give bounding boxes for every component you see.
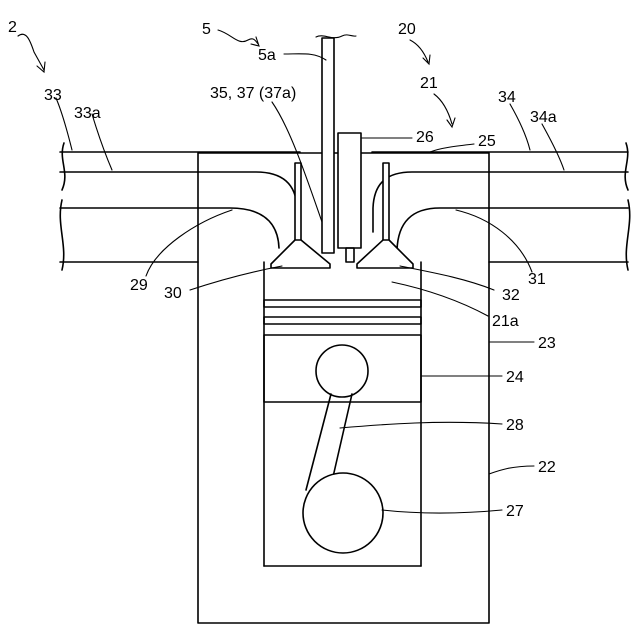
intake-port-lower-wall [60, 208, 279, 248]
injector-nozzle [346, 248, 354, 262]
intake-break-bottom [60, 200, 63, 270]
label-35-37: 35, 37 (37a) [210, 85, 296, 102]
label-34: 34 [498, 89, 516, 106]
leader-2 [18, 34, 44, 70]
exhaust-break-bottom [626, 200, 629, 270]
piston-ring-middle [264, 317, 421, 324]
exhaust-port-lower-wall [397, 208, 628, 250]
label-21: 21 [420, 75, 438, 92]
label-33: 33 [44, 87, 62, 104]
intake-valve [271, 163, 330, 268]
piston-ring-top [264, 300, 421, 307]
intake-pipe [60, 143, 300, 270]
piston-pin [316, 345, 368, 397]
leader-25 [430, 144, 474, 152]
leader-34a [542, 124, 564, 170]
label-20: 20 [398, 21, 416, 38]
leader-27 [382, 510, 502, 513]
leader-lines [18, 30, 564, 513]
exhaust-pipe [372, 143, 630, 270]
label-5: 5 [202, 21, 211, 38]
label-29: 29 [130, 277, 148, 294]
leader-21a [392, 282, 488, 316]
intake-valve-stem [295, 163, 301, 251]
crankshaft [303, 473, 383, 553]
label-21a: 21a [492, 313, 519, 330]
exhaust-port-upper-wall [373, 172, 628, 232]
leader-30 [190, 266, 282, 290]
leader-21 [434, 94, 452, 124]
label-28: 28 [506, 417, 524, 434]
leader-33a [92, 114, 112, 170]
label-25: 25 [478, 133, 496, 150]
intake-port-upper-wall [60, 172, 297, 230]
leader-5 [218, 30, 258, 44]
drive-shaft [322, 38, 334, 253]
label-2: 2 [8, 19, 17, 36]
leader-34 [510, 104, 530, 150]
label-31: 31 [528, 271, 546, 288]
injector-body [338, 133, 361, 248]
label-34a: 34a [530, 109, 557, 126]
exhaust-valve [357, 163, 413, 268]
label-23: 23 [538, 335, 556, 352]
label-22: 22 [538, 459, 556, 476]
intake-break-top [62, 143, 65, 190]
label-30: 30 [164, 285, 182, 302]
label-27: 27 [506, 503, 524, 520]
label-24: 24 [506, 369, 524, 386]
leader-22 [489, 466, 534, 474]
label-32: 32 [502, 287, 520, 304]
exhaust-valve-stem [383, 163, 389, 251]
leader-32 [400, 266, 494, 290]
exhaust-break-top [625, 143, 628, 190]
leader-20 [410, 40, 428, 62]
label-26: 26 [416, 129, 434, 146]
leader-5a [284, 54, 326, 60]
intake-valve-head [271, 240, 330, 268]
label-5a: 5a [258, 47, 276, 64]
label-33a: 33a [74, 105, 101, 122]
leader-29 [146, 210, 232, 276]
reference-labels: 2 5 5a 20 21 33 33a 34 34a 35, 37 (37a) … [8, 19, 557, 520]
exhaust-valve-head [357, 240, 413, 268]
